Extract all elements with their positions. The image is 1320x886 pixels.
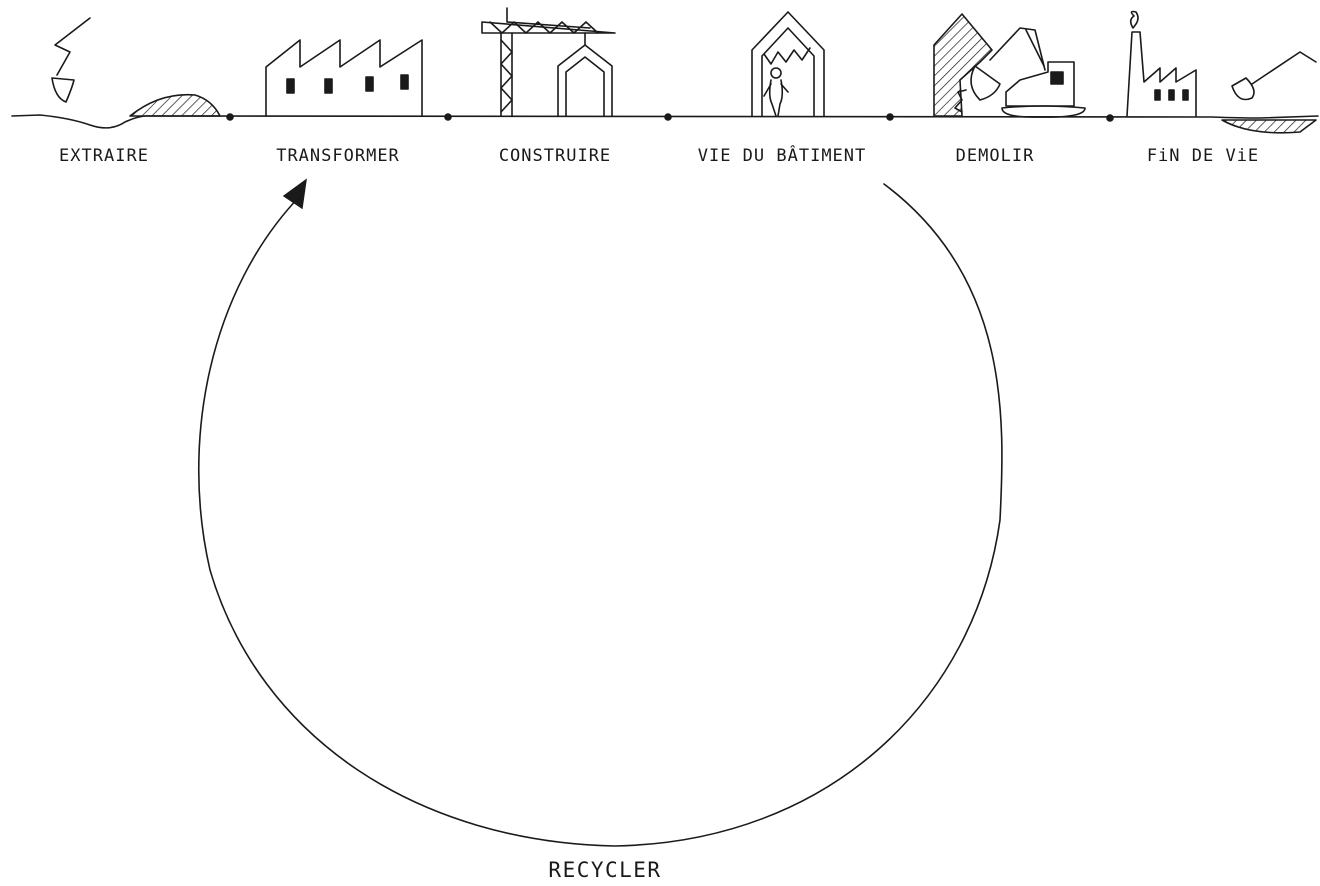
stage-label-fin: FiN DE ViE [1147, 146, 1259, 166]
stage-label-vie: VIE DU BÂTIMENT [698, 146, 867, 166]
factory-icon [266, 40, 422, 116]
recycle-arc [199, 184, 1002, 846]
stage-label-demolir: DEMOLIR [956, 146, 1035, 166]
house-with-person-icon [752, 12, 824, 116]
demolition-excavator-icon [934, 14, 1085, 117]
recycle-label: RECYCLER [548, 858, 661, 882]
excavator-bucket-icon [52, 18, 220, 116]
stage-label-transformer: TRANSFORMER [276, 146, 400, 166]
stage-label-construire: CONSTRUIRE [499, 146, 611, 166]
crane-icon [482, 8, 615, 116]
landfill-icon [1127, 12, 1316, 133]
stage-label-extraire: EXTRAIRE [59, 146, 149, 166]
recycle-arrowhead [284, 180, 306, 208]
